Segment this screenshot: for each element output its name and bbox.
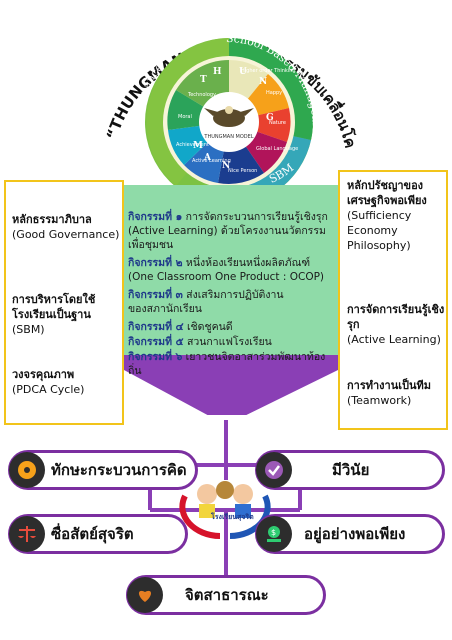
- kids-logo-icon: [179, 481, 271, 539]
- activity-3: กิจกรรมที่ ๓ ส่งเสริมการปฏิบัติงานของสภา…: [128, 289, 284, 315]
- right-item1-sub: (Sufficiency Economy Philosophy): [347, 209, 412, 252]
- activity-5: กิจกรรมที่ ๕ สวนกาแฟโรงเรียน: [128, 336, 272, 348]
- svg-text:N: N: [259, 77, 267, 87]
- logo-caption: THUNGMAN MODEL: [203, 134, 253, 140]
- eagle-logo-icon: [204, 106, 254, 127]
- left-item2-title: การบริหารโดยใช้โรงเรียนเป็นฐาน: [12, 293, 96, 321]
- value-public-mind: จิตสาธารณะ: [126, 575, 326, 615]
- svg-text:G: G: [266, 113, 274, 123]
- svg-text:Nice Person: Nice Person: [228, 168, 257, 174]
- checkmark-icon: [256, 452, 292, 488]
- activity-1: กิจกรรมที่ ๑ การจัดกระบวนการเรียนรู้เชิง…: [128, 211, 328, 251]
- right-item1-title: หลักปรัชญาของเศรษฐกิจพอเพียง: [347, 179, 427, 207]
- head-gear-icon: [9, 452, 45, 488]
- svg-text:Nature: Nature: [269, 120, 286, 126]
- wheel-segment-labels: Higher order Thinking Happy Nature Globa…: [176, 68, 298, 174]
- svg-text:Global Language: Global Language: [256, 146, 298, 152]
- svg-text:A: A: [203, 153, 212, 163]
- svg-text:Moral: Moral: [178, 114, 192, 120]
- svg-text:Technology: Technology: [187, 92, 216, 98]
- wheel-graphic: “THUNGMAN Model นวัตกรรมขับเคลื่อนโครงกา…: [91, 0, 360, 206]
- svg-text:M: M: [193, 141, 203, 151]
- value-discipline: มีวินัย: [255, 450, 445, 490]
- right-item3-sub: (Teamwork): [347, 394, 412, 407]
- scale-icon: [9, 516, 45, 552]
- right-item2-title: การจัดการเรียนรู้เชิงรุก: [347, 303, 445, 331]
- svg-text:Achievement: Achievement: [176, 142, 209, 148]
- svg-text:N: N: [222, 161, 230, 171]
- right-item2-sub: (Active Learning): [347, 333, 441, 346]
- activity-2: กิจกรรมที่ ๒ หนึ่งห้องเรียนหนึ่งผลิตภัณฑ…: [128, 257, 325, 283]
- svg-text:$: $: [271, 528, 276, 537]
- right-principles-box: หลักปรัชญาของเศรษฐกิจพอเพียง (Sufficienc…: [338, 170, 448, 430]
- money-hand-icon: $: [256, 516, 292, 552]
- left-item3-title: วงจรคุณภาพ: [12, 368, 75, 381]
- left-principles-box: หลักธรรมาภิบาล (Good Governance) การบริห…: [4, 180, 124, 425]
- wheel-letters: T H U N G M A N: [193, 67, 274, 171]
- right-item3-title: การทำงานเป็นทีม: [347, 379, 432, 392]
- value-thinking-skill: ทักษะกระบวนการคิด: [8, 450, 198, 490]
- left-item3-sub: (PDCA Cycle): [12, 383, 85, 396]
- svg-text:T: T: [200, 75, 207, 85]
- activity-4: กิจกรรมที่ ๔ เชิดชูคนดี: [128, 321, 233, 333]
- svg-text:H: H: [213, 67, 222, 77]
- activity-6: กิจกรรมที่ ๖ เยาวชนจิตอาสาร่วมพัฒนาท้องถ…: [128, 351, 326, 377]
- svg-text:Happy: Happy: [266, 90, 282, 96]
- svg-text:Active Learning: Active Learning: [192, 158, 231, 164]
- svg-text:Higher order Thinking: Higher order Thinking: [241, 68, 296, 74]
- left-item2-sub: (SBM): [12, 323, 45, 336]
- heart-hands-icon: [127, 577, 163, 613]
- thungman-model-wheel: “THUNGMAN Model นวัตกรรมขับเคลื่อนโครงกา…: [91, 0, 360, 206]
- svg-text:U: U: [239, 67, 247, 77]
- center-background-shape: [124, 185, 338, 415]
- left-item1-sub: (Good Governance): [12, 228, 120, 241]
- left-item1-title: หลักธรรมาภิบาล: [12, 213, 92, 226]
- honest-school-logo: โรงเรียนสุจริต: [175, 476, 275, 546]
- value-sufficiency: $ อยู่อย่างพอเพียง: [255, 514, 445, 554]
- value-honesty: ซื่อสัตย์สุจริต: [8, 514, 188, 554]
- logo-caption-text: โรงเรียนสุจริต: [211, 513, 254, 521]
